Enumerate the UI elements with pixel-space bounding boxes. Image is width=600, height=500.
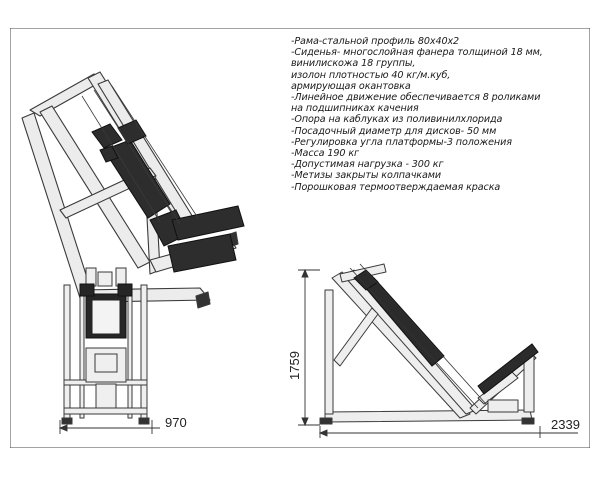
spec-item: -Рама-стальной профиль 80х40х2 <box>291 36 460 47</box>
spec-item: винилискожа 18 группы, <box>291 58 416 70</box>
dimension-label-side-length: 2339 <box>551 417 580 432</box>
spec-list: -Рама-стальной профиль 80х40х2 -Сиденья-… <box>291 36 591 193</box>
spec-item: -Сиденья- многослойная фанера толщиной 1… <box>291 47 543 59</box>
spec-item: -Метизы закрыты колпачками <box>291 170 442 182</box>
spec-item: -Допустимая нагрузка - 300 кг <box>291 159 444 171</box>
dimension-1759-line <box>298 268 320 427</box>
dimension-970-line <box>58 420 160 434</box>
dimension-2339-line <box>318 426 578 438</box>
dimension-label-front-width: 970 <box>165 415 187 430</box>
spec-item: -Линейное движение обеспечивается 8 роли… <box>291 92 541 104</box>
spec-item: -Масса 190 кг <box>291 148 359 160</box>
spec-item: -Посадочный диаметр для дисков- 50 мм <box>291 125 497 137</box>
spec-item: -Регулировка угла платформы-3 положения <box>291 136 512 148</box>
spec-item: на подшипниках качения <box>291 103 419 115</box>
spec-item: -Опора на каблуках из поливинилхлорида <box>291 114 503 126</box>
dimension-label-side-height: 1759 <box>287 351 302 380</box>
spec-item: армирующая окантовка <box>291 80 411 92</box>
spec-item: -Порошковая термоотверждаемая краска <box>291 181 501 193</box>
spec-item: изолон плотностью 40 кг/м.куб, <box>291 69 451 81</box>
